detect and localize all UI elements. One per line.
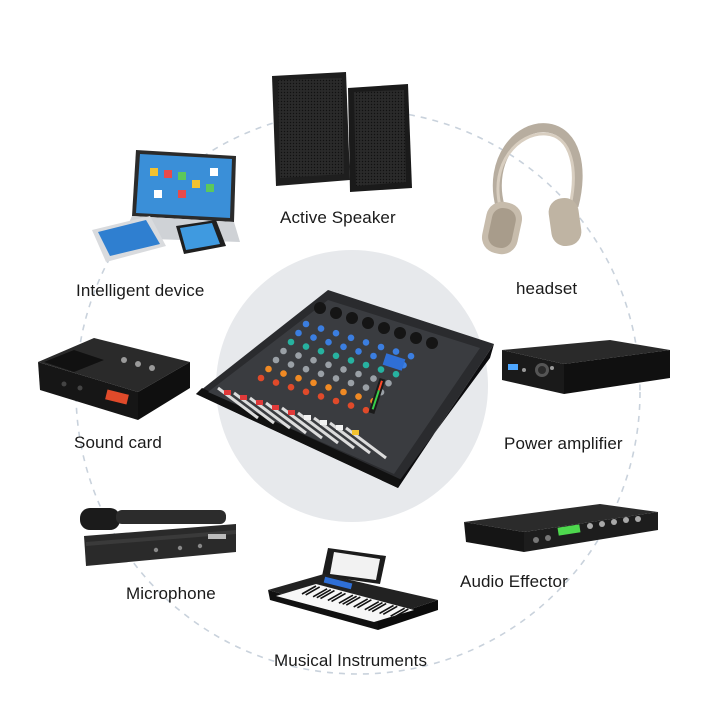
rack-effector-icon — [464, 504, 658, 552]
mixer-console-icon — [196, 290, 494, 488]
microphone-icon — [80, 508, 236, 566]
laptop-icon — [92, 150, 240, 262]
speaker-icon — [272, 72, 412, 192]
label-musical-instruments: Musical Instruments — [274, 651, 428, 670]
label-audio-effector: Audio Effector — [460, 572, 568, 591]
label-microphone: Microphone — [126, 584, 216, 603]
label-sound-card: Sound card — [74, 433, 162, 452]
headphones-icon — [481, 123, 583, 255]
label-headset: headset — [516, 279, 578, 298]
label-active-speaker: Active Speaker — [280, 208, 396, 227]
keyboard-icon — [268, 548, 438, 630]
sound-card-icon — [38, 338, 190, 420]
label-intelligent-device: Intelligent device — [76, 281, 205, 300]
amplifier-icon — [502, 340, 670, 394]
label-power-amplifier: Power amplifier — [504, 434, 623, 453]
